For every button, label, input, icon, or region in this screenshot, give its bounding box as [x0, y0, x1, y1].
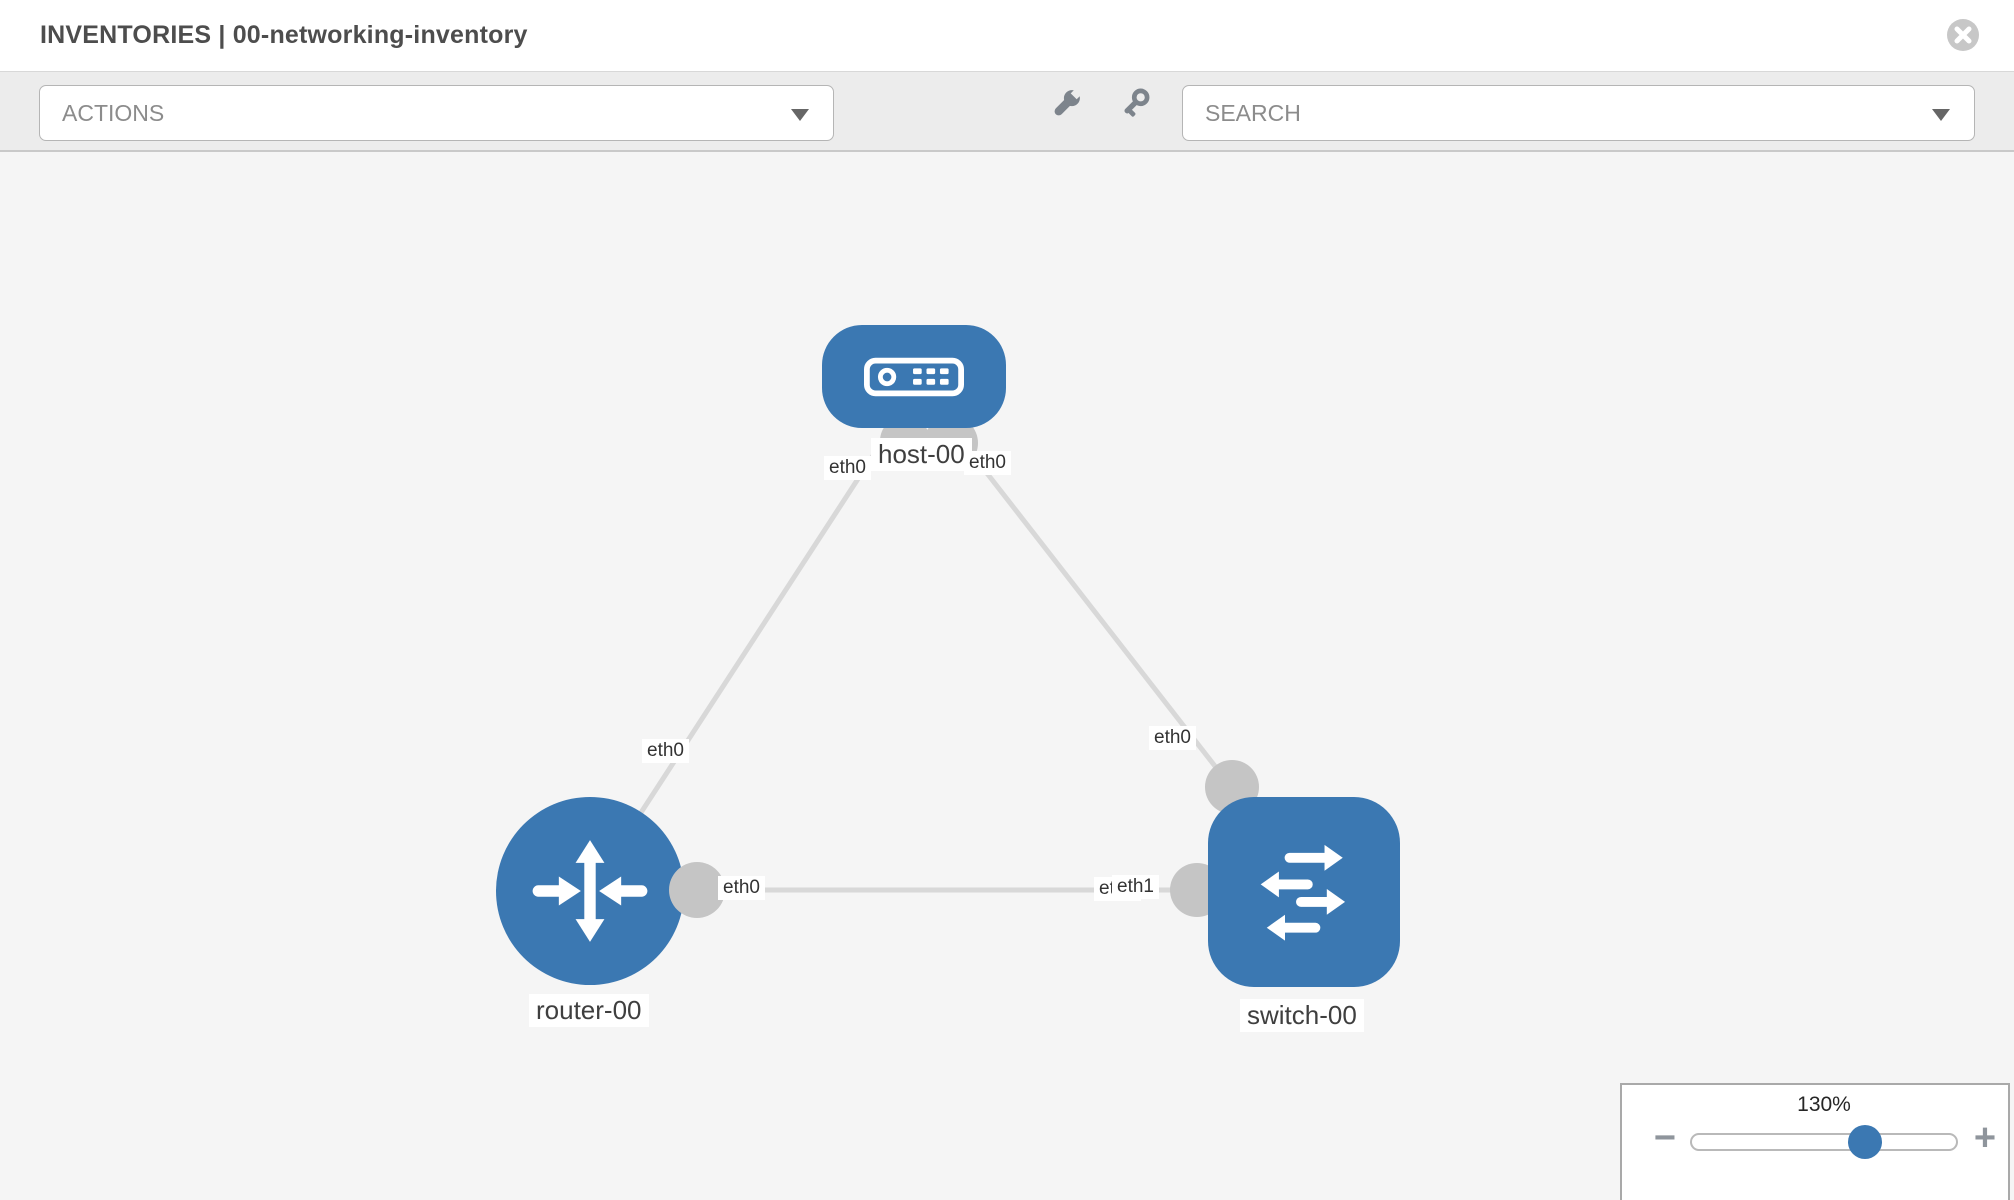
toolbar: ACTIONS SEARCH	[0, 71, 2014, 152]
interface-label-eth0: eth0	[718, 876, 765, 900]
switch-arrows-icon	[1260, 844, 1346, 941]
wrench-button[interactable]	[1046, 84, 1086, 124]
search-dropdown-label: SEARCH	[1205, 100, 1301, 126]
caret-down-icon	[791, 109, 809, 121]
node-label-host: host-00	[871, 438, 972, 471]
interface-label-eth0: eth0	[964, 451, 1011, 475]
zoom-control-panel: 130% − +	[1620, 1083, 2010, 1200]
header: INVENTORIES | 00-networking-inventory	[0, 0, 2014, 71]
zoom-slider-track[interactable]	[1690, 1133, 1958, 1151]
interface-label-eth0: eth0	[642, 739, 689, 763]
actions-dropdown[interactable]: ACTIONS	[39, 85, 834, 141]
node-switch-00[interactable]	[1208, 797, 1400, 987]
node-router-00[interactable]	[496, 797, 684, 985]
zoom-in-button[interactable]: +	[1973, 1117, 1997, 1159]
caret-down-icon	[1932, 109, 1950, 121]
key-icon	[1124, 88, 1150, 117]
search-dropdown[interactable]: SEARCH	[1182, 85, 1975, 141]
topology-canvas[interactable]	[0, 152, 2014, 1200]
node-label-switch: switch-00	[1240, 999, 1364, 1032]
key-button[interactable]	[1114, 84, 1154, 124]
port-router-eth0	[669, 862, 725, 918]
zoom-slider-handle[interactable]	[1848, 1125, 1882, 1159]
actions-dropdown-label: ACTIONS	[62, 100, 165, 126]
interface-label-eth0: eth0	[1149, 726, 1196, 750]
zoom-out-button[interactable]: −	[1653, 1117, 1677, 1159]
interface-label-eth0: eth0	[824, 456, 871, 480]
close-button[interactable]	[1946, 18, 1980, 52]
router-arrows-icon	[532, 840, 648, 942]
interface-label-eth1: eth1	[1112, 875, 1159, 899]
x-circle-icon	[1947, 19, 1979, 51]
server-icon	[864, 357, 964, 396]
page-title: INVENTORIES | 00-networking-inventory	[40, 21, 528, 49]
node-host-00[interactable]	[822, 325, 1006, 428]
zoom-level-value: 130%	[1797, 1093, 1851, 1116]
wrench-icon	[1054, 86, 1084, 116]
node-label-router: router-00	[529, 994, 649, 1027]
